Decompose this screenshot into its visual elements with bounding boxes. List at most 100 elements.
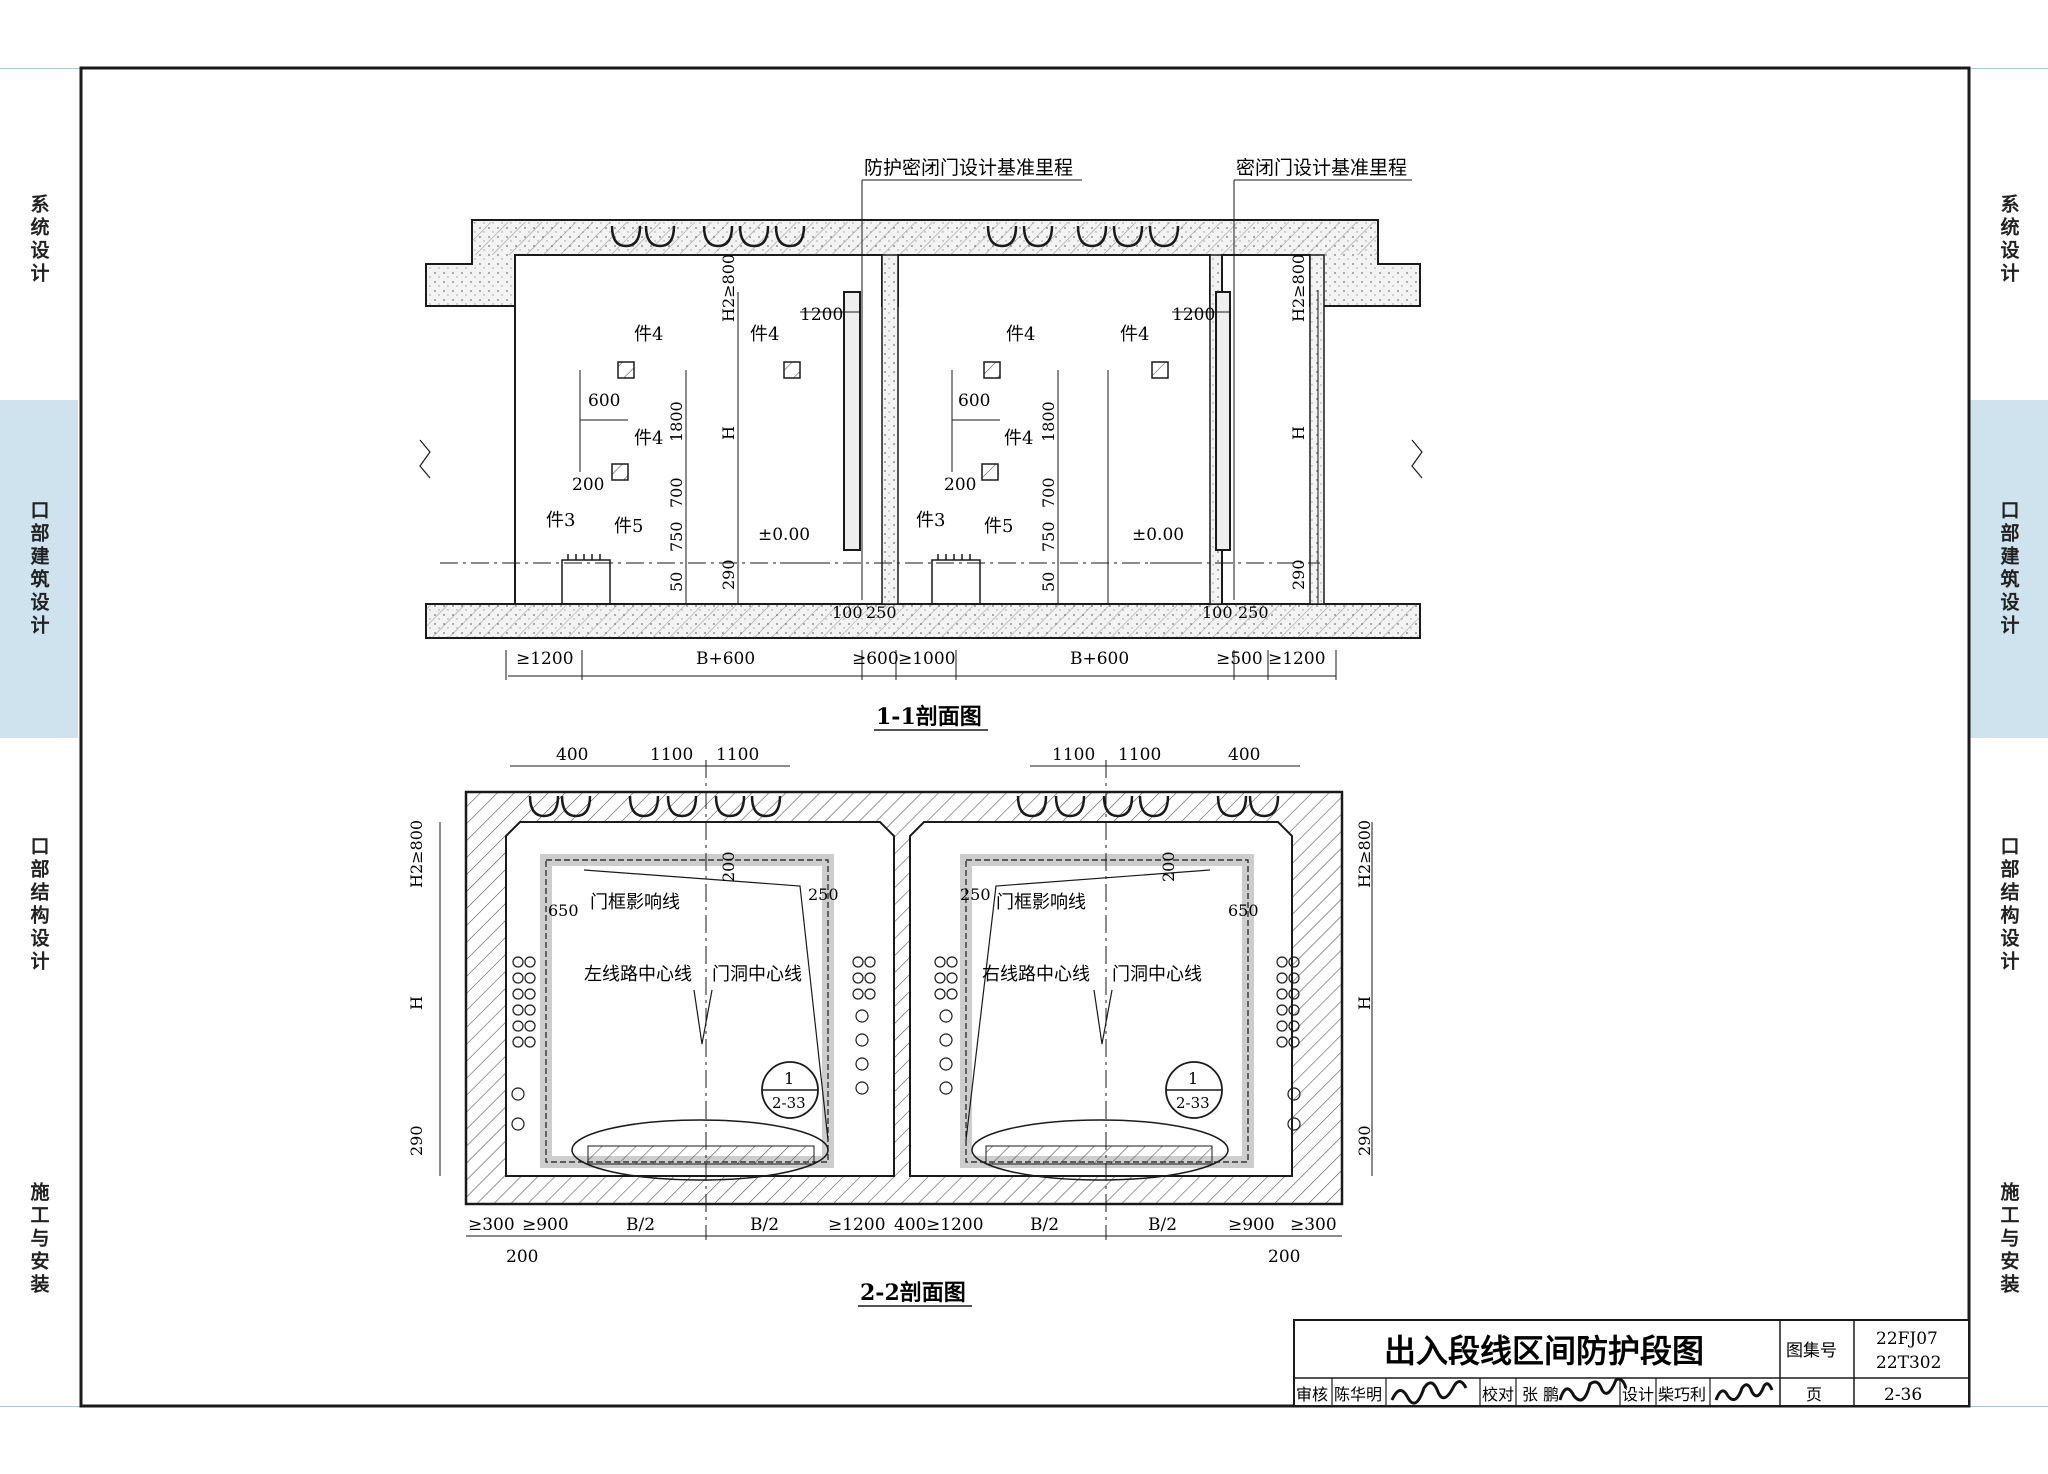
dim-1200: 1200 [1172, 305, 1215, 325]
dim-h2: H2≥800 [1289, 254, 1308, 322]
review-label: 审核 [1296, 1385, 1328, 1404]
side-tab-system-design[interactable]: 系统设计 [0, 80, 78, 400]
dim-label: ≥900 [1228, 1215, 1275, 1235]
section-1-1: 防护密闭门设计基准里程 密闭门设计基准里程 [419, 157, 1423, 731]
dim-label: ≥1000 [898, 649, 956, 669]
dim-200: 200 [1159, 851, 1178, 882]
page-label: 页 [1806, 1385, 1822, 1404]
leader-arrow [693, 989, 713, 1045]
dim-200: 200 [572, 475, 604, 495]
dim-label: ≥1200 [516, 649, 574, 669]
dim-label: 200 [1268, 1247, 1300, 1267]
embedded-parts [611, 361, 1169, 481]
dim-250: 250 [960, 885, 991, 904]
dim-label: ≥1200 [1268, 649, 1326, 669]
dim-290: 290 [1289, 559, 1308, 590]
detail-callout: 1 2-33 1 2-33 [761, 1061, 1223, 1119]
dim-50: 50 [1039, 572, 1058, 592]
side-tab-entrance-architecture[interactable]: 口部建筑设计 [0, 400, 78, 738]
atlas-number-1: 22FJ07 [1876, 1329, 1938, 1349]
track-bed [587, 1145, 815, 1165]
door-center-label: 门洞中心线 [712, 964, 802, 985]
dim-290: 290 [1355, 1125, 1374, 1156]
dim-250: 250 [1238, 603, 1269, 622]
side-tab-label: 施工与安装 [27, 1181, 50, 1297]
dim-label: ≥500 [1216, 649, 1263, 669]
dim-h: H [1289, 426, 1308, 440]
reviewer-signature [1390, 1380, 1468, 1405]
dim-250: 250 [866, 603, 897, 622]
dim-h2: H2≥800 [407, 820, 426, 888]
dim-700: 700 [667, 477, 686, 508]
side-tab-entrance-structure[interactable]: 口部结构设计 [0, 738, 78, 1072]
right-end-wall [1309, 254, 1325, 605]
detail-page: 2-33 [1176, 1094, 1210, 1112]
airtight-door-leaf [1215, 291, 1231, 551]
dim-label: ≥900 [522, 1215, 569, 1235]
right-track-center-label: 右线路中心线 [982, 964, 1090, 985]
dim-label: 1100 [1118, 745, 1161, 765]
dim-h: H [719, 426, 738, 440]
dim-label: ≥300 [1290, 1215, 1337, 1235]
piece4-label: 件4 [1006, 324, 1035, 345]
dim-1800: 1800 [1039, 401, 1058, 442]
detail-number: 1 [784, 1069, 794, 1088]
middle-wall [881, 254, 899, 605]
dim-label: B/2 [1148, 1215, 1177, 1235]
detail-page: 2-33 [772, 1094, 806, 1112]
bolt-groups [511, 956, 1301, 1131]
side-tab-construction[interactable]: 施工与安装 [0, 1072, 78, 1406]
door-frame-line-label: 门框影响线 [590, 892, 680, 913]
reviewer-name: 陈华明 [1334, 1385, 1382, 1404]
side-tab-label: 口部建筑设计 [1997, 500, 2020, 638]
dim-label: ≥1200 [828, 1215, 886, 1235]
section1-title: 1-1剖面图 [876, 704, 982, 730]
door-center-label: 门洞中心线 [1112, 964, 1202, 985]
piece5-label: 件5 [984, 516, 1013, 537]
track-bed [985, 1145, 1213, 1165]
protective-door-ref-label: 防护密闭门设计基准里程 [864, 157, 1073, 179]
top-anchor-hooks [528, 795, 1280, 818]
side-tab-construction-right[interactable]: 施工与安装 [1970, 1072, 2048, 1406]
section-2-2: 1 2-33 1 2-33 [407, 745, 1374, 1307]
design-label: 设计 [1622, 1385, 1654, 1404]
roof-hatch [472, 222, 1378, 255]
piece3-label: 件3 [546, 510, 575, 531]
dim-label: B/2 [1030, 1215, 1059, 1235]
dim-label: 400 [894, 1215, 926, 1235]
airtight-door-ref-label: 密闭门设计基准里程 [1236, 157, 1407, 179]
left-outer-wall [426, 306, 515, 604]
dim-1200: 1200 [800, 305, 843, 325]
dim-290: 290 [719, 559, 738, 590]
piece4-label: 件4 [1120, 324, 1149, 345]
dim-200: 200 [719, 851, 738, 882]
side-tab-label: 施工与安装 [1997, 1181, 2020, 1297]
title-block: 出入段线区间防护段图 图集号 22FJ07 22T302 审核 陈华明 校对 张… [1293, 1319, 1970, 1407]
side-tab-entrance-architecture-right[interactable]: 口部建筑设计 [1970, 400, 2048, 738]
track-area [971, 1119, 1229, 1181]
check-label: 校对 [1482, 1385, 1514, 1404]
side-tab-entrance-structure-right[interactable]: 口部结构设计 [1970, 738, 2048, 1072]
side-tab-label: 口部建筑设计 [27, 500, 50, 638]
sheet-border [79, 66, 1971, 1408]
vertical-dims: H2≥800 H 1800 700 750 50 290 1800 700 75… [667, 254, 1308, 592]
roof-anchor-hooks [610, 225, 1180, 248]
side-tab-system-design-right[interactable]: 系统设计 [1970, 80, 2048, 400]
dim-label: 1100 [716, 745, 759, 765]
left-track-center-label: 左线路中心线 [584, 964, 692, 985]
break-line [1411, 439, 1423, 479]
designer-signature [1714, 1382, 1774, 1402]
detail-number: 1 [1188, 1069, 1198, 1088]
section2-title: 2-2剖面图 [860, 1280, 966, 1306]
dim-750: 750 [1039, 521, 1058, 552]
dim-label: B/2 [750, 1215, 779, 1235]
side-tab-label: 口部结构设计 [1997, 836, 2020, 974]
dim-100: 100 [1202, 603, 1233, 622]
section2-bottom-dims: ≥300 ≥900 B/2 B/2 ≥1200 400 ≥1200 B/2 B/… [468, 1215, 1337, 1267]
section1-bottom-dims: ≥1200 B+600 ≥600 ≥1000 B+600 ≥500 ≥1200 [516, 649, 1326, 669]
sheet-title: 出入段线区间防护段图 [1384, 1332, 1704, 1370]
page-number: 2-36 [1884, 1385, 1922, 1405]
track-area [571, 1119, 829, 1181]
dim-label: B/2 [626, 1215, 655, 1235]
